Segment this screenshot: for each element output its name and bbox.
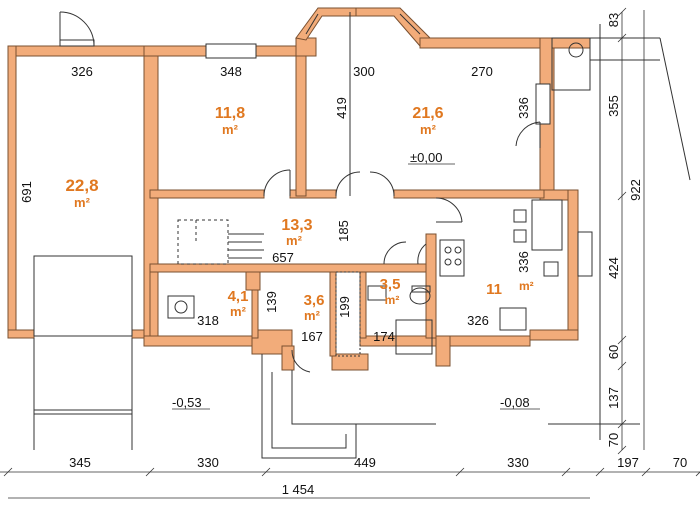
living-unit: m² (420, 122, 437, 137)
right-dim-5: 137 (606, 387, 621, 409)
garage-unit: m² (74, 195, 91, 210)
dim-living-w1: 300 (353, 64, 375, 79)
total-width: 1 454 (282, 482, 315, 497)
level-marks: ±0,00 -0,53 -0,08 (172, 150, 540, 410)
utility-unit: m² (230, 304, 247, 319)
right-total: 922 (628, 179, 643, 201)
utility-area: 4,1 (228, 288, 249, 305)
dim-living-h: 336 (516, 97, 531, 119)
tick-mark (145, 467, 155, 477)
dim-wc-w: 167 (301, 329, 323, 344)
level-right: -0,08 (500, 395, 530, 410)
dim-kitchen-h: 336 (516, 251, 531, 273)
dim-shower-h: 199 (337, 296, 352, 318)
dim-hall-w: 657 (272, 250, 294, 265)
bottom-dim-1: 345 (69, 455, 91, 470)
tick-mark (561, 467, 571, 477)
tick-mark (3, 467, 13, 477)
right-dimensions: 83 355 424 60 137 70 922 (606, 13, 643, 447)
right-dim-6: 70 (606, 433, 621, 447)
dim-kitchen-w: 326 (467, 313, 489, 328)
dim-hall-h: 185 (336, 220, 351, 242)
dim-garage-h: 691 (19, 181, 34, 203)
level-left: -0,53 (172, 395, 202, 410)
tick-mark (617, 445, 627, 455)
right-dim-3: 424 (606, 257, 621, 279)
tick-mark (641, 467, 651, 477)
room-dimensions: 326 348 300 270 691 419 336 657 185 336 … (19, 64, 531, 344)
level-main: ±0,00 (410, 150, 442, 165)
tick-mark (261, 467, 271, 477)
tick-mark (617, 7, 627, 17)
tick-mark (617, 191, 627, 201)
dim-utility-w: 318 (197, 313, 219, 328)
bath-unit: m² (385, 293, 400, 307)
bottom-dim-6: 70 (673, 455, 687, 470)
tick-mark (617, 335, 627, 345)
kitchen-area: 11 (486, 281, 502, 298)
right-dim-4: 60 (606, 345, 621, 359)
tick-mark (695, 471, 700, 477)
hall-unit: m² (286, 233, 303, 248)
fixtures (33, 11, 691, 459)
bottom-dim-2: 330 (197, 455, 219, 470)
tick-mark (617, 361, 627, 371)
dim-room-a-h: 419 (334, 97, 349, 119)
tick-mark (617, 33, 627, 43)
dimension-lines (0, 7, 700, 499)
room-labels: 22,8 m² 11,8 m² 21,6 m² 13,3 m² 4,1 m² 3… (65, 105, 533, 323)
tick-mark (455, 467, 465, 477)
tick-mark (617, 419, 627, 429)
living-area: 21,6 (412, 105, 443, 122)
bottom-dim-3: 449 (354, 455, 376, 470)
bath-area: 3,5 (380, 276, 401, 293)
tick-mark (595, 467, 605, 477)
right-dim-2: 355 (606, 95, 621, 117)
bottom-dimensions: 345 330 449 330 197 70 1 454 (69, 455, 687, 497)
right-dim-1: 83 (606, 13, 621, 27)
dim-utility-h: 139 (264, 291, 279, 313)
hall-area: 13,3 (281, 217, 312, 234)
garage-area: 22,8 (65, 176, 98, 195)
wc-unit: m² (304, 308, 321, 323)
room-a-area: 11,8 (215, 105, 245, 122)
bottom-dim-5: 197 (617, 455, 639, 470)
dim-room-a-w: 348 (220, 64, 242, 79)
bottom-dim-4: 330 (507, 455, 529, 470)
dim-living-w2: 270 (471, 64, 493, 79)
wc-area: 3,6 (304, 292, 325, 309)
dim-garage-w: 326 (71, 64, 93, 79)
room-a-unit: m² (222, 122, 239, 137)
kitchen-unit: m² (519, 279, 534, 293)
dim-bath-w: 174 (373, 329, 395, 344)
